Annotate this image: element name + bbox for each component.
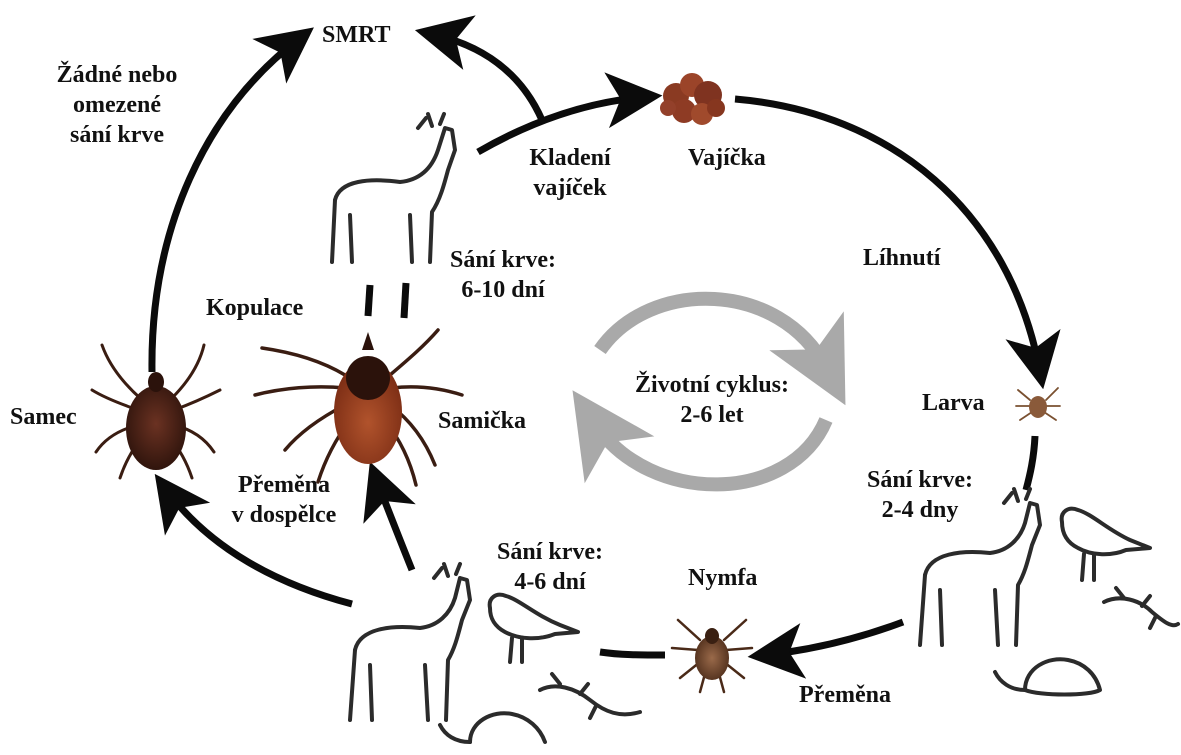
eggs-label: Vajíčka xyxy=(688,143,766,173)
larva-tick-icon xyxy=(1016,388,1060,420)
male-label: Samec xyxy=(10,402,77,432)
molting-label: Přeměna xyxy=(799,680,891,710)
nymph-feeding-line-1: Sání krve: xyxy=(470,537,630,567)
connector-nymph-to-hosts xyxy=(600,652,665,655)
to-adult-line-2: v dospělce xyxy=(214,500,354,530)
mating-label: Kopulace xyxy=(206,293,303,323)
arrow-eggs-to-larva xyxy=(735,99,1040,372)
egg-laying-line-1: Kladení xyxy=(505,143,635,173)
arrow-hosts-to-female xyxy=(376,478,412,570)
life-cycle-line-2: 2-6 let xyxy=(612,400,812,430)
lizard-host-icon xyxy=(1104,588,1178,628)
egg-laying-label: Kladení vajíček xyxy=(505,143,635,203)
no-feeding-line-3: sání krve xyxy=(22,120,212,150)
lizard-host-icon xyxy=(540,674,640,718)
no-feeding-line-1: Žádné nebo xyxy=(22,60,212,90)
larva-label: Larva xyxy=(922,388,985,418)
to-adult-line-1: Přeměna xyxy=(214,470,354,500)
nymph-label: Nymfa xyxy=(688,563,757,593)
no-feeding-label: Žádné nebo omezené sání krve xyxy=(22,60,212,150)
arrow-female-to-death xyxy=(432,34,542,120)
adult-feeding-line-1: Sání krve: xyxy=(428,245,578,275)
connector-deer-to-female-2 xyxy=(404,283,406,318)
deer-host-icon xyxy=(350,564,470,720)
death-label: SMRT xyxy=(322,20,391,50)
no-feeding-line-2: omezené xyxy=(22,90,212,120)
hatching-label: Líhnutí xyxy=(863,243,940,273)
mouse-host-icon xyxy=(440,713,545,742)
egg-laying-line-2: vajíček xyxy=(505,173,635,203)
larva-feeding-label: Sání krve: 2-4 dny xyxy=(845,465,995,525)
mouse-host-icon xyxy=(995,659,1100,694)
larva-feeding-line-1: Sání krve: xyxy=(845,465,995,495)
female-label: Samička xyxy=(438,406,526,436)
bird-host-icon xyxy=(1062,509,1150,580)
larva-feeding-line-2: 2-4 dny xyxy=(845,495,995,525)
arrow-hosts-to-nymph xyxy=(765,622,903,655)
adult-feeding-line-2: 6-10 dní xyxy=(428,275,578,305)
life-cycle-label: Životní cyklus: 2-6 let xyxy=(612,370,812,430)
male-tick-icon xyxy=(92,345,220,478)
tick-eggs-icon xyxy=(660,73,725,125)
to-adult-label: Přeměna v dospělce xyxy=(214,470,354,530)
nymph-feeding-label: Sání krve: 4-6 dní xyxy=(470,537,630,597)
connector-deer-to-female xyxy=(368,285,370,316)
bird-host-icon xyxy=(490,595,578,662)
deer-host-icon xyxy=(332,114,455,262)
arrow-larva-host-connector xyxy=(1026,436,1035,490)
adult-feeding-label: Sání krve: 6-10 dní xyxy=(428,245,578,305)
life-cycle-line-1: Životní cyklus: xyxy=(612,370,812,400)
nymph-tick-icon xyxy=(672,620,752,692)
female-tick-icon xyxy=(255,330,462,485)
nymph-feeding-line-2: 4-6 dní xyxy=(470,567,630,597)
